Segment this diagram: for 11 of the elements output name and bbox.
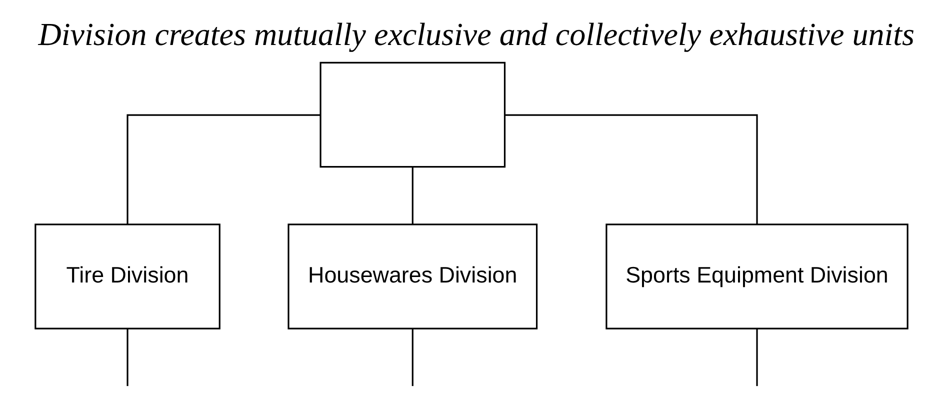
diagram-title: Division creates mutually exclusive and collectively exhaustive units	[38, 16, 914, 52]
connector	[756, 329, 758, 386]
connector	[126, 114, 320, 224]
connector	[504, 114, 758, 224]
connector	[126, 329, 128, 386]
node-box: Tire Division	[34, 224, 220, 330]
node-box	[319, 62, 506, 168]
connector	[411, 329, 413, 386]
connector	[411, 166, 413, 224]
node-box: Housewares Division	[287, 224, 538, 330]
node-box: Sports Equipment Division	[605, 224, 908, 330]
